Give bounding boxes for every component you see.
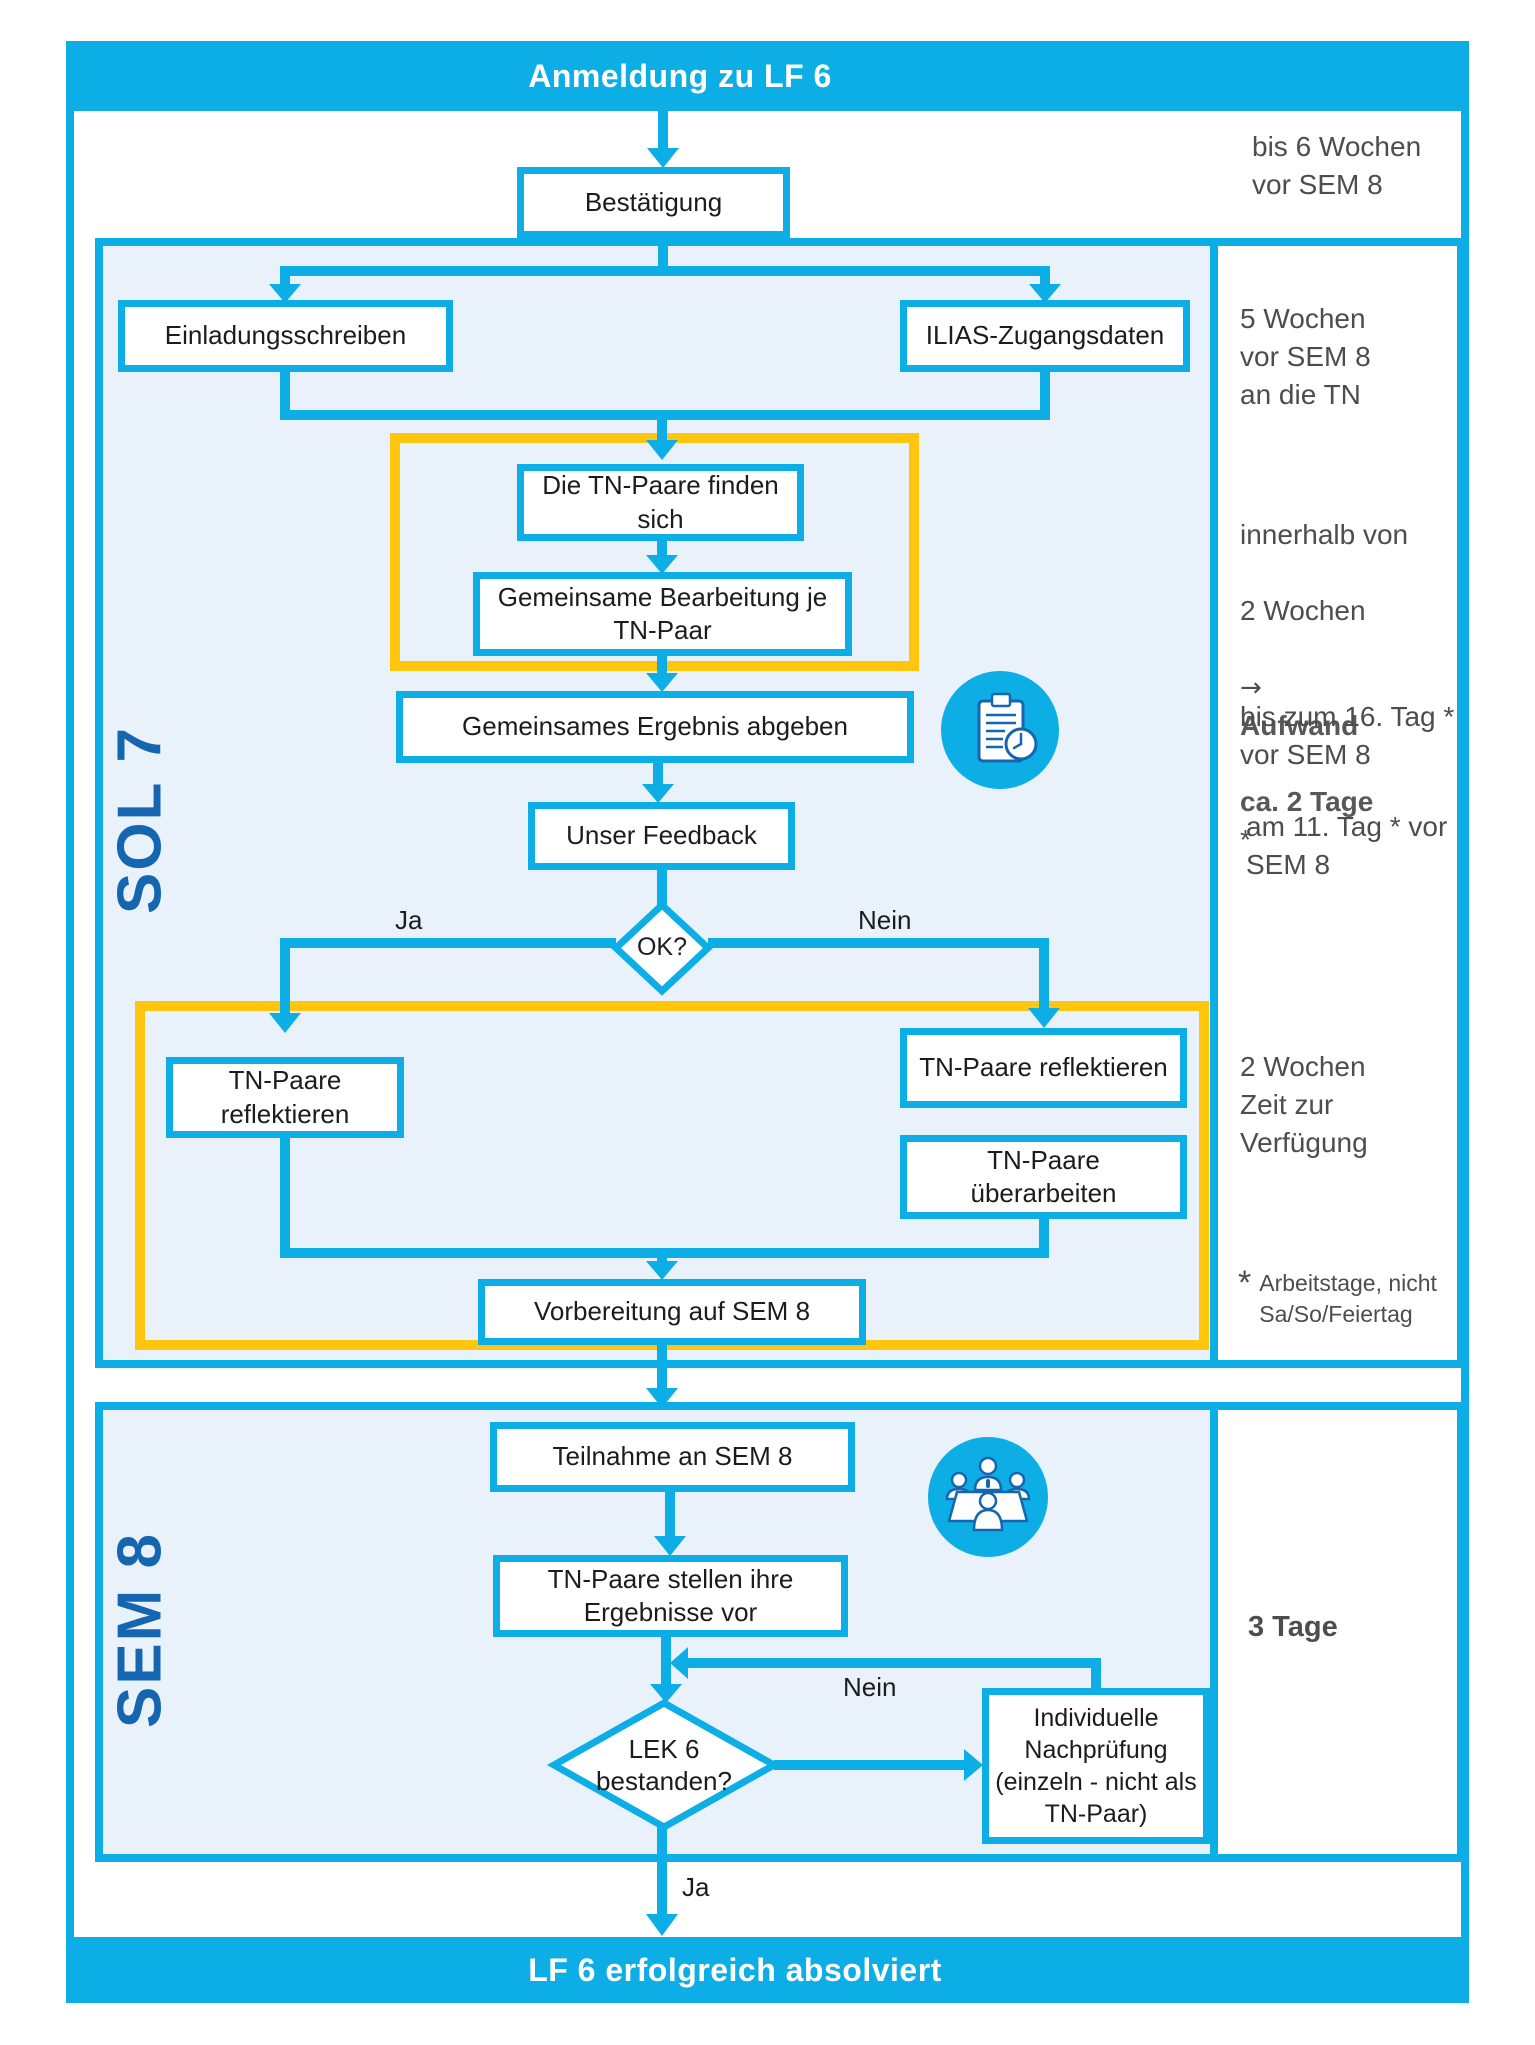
- step-ergebnis-abgeben: Gemeinsames Ergebnis abgeben: [396, 691, 914, 763]
- step-nachpruefung: Individuelle Nachprüfung (einzeln - nich…: [982, 1688, 1210, 1844]
- step-reflektieren-rechts: TN-Paare reflektieren: [900, 1028, 1187, 1108]
- note-11-tag: am 11. Tag * vor SEM 8: [1246, 811, 1448, 880]
- note-innerhalb-2-wochen: innerhalb von 2 Wochen → Aufwand ca. 2 T…: [1240, 519, 1409, 855]
- step-teilnahme-sem8: Teilnahme an SEM 8: [490, 1422, 855, 1492]
- step-ilias-zugangsdaten: ILIAS-Zugangsdaten: [900, 300, 1190, 372]
- yellow-group-reflexion: [135, 1001, 1209, 1350]
- header-bar: Anmeldung zu LF 6: [66, 41, 1469, 111]
- yellow-group-bearbeitung: [390, 433, 919, 671]
- step-tn-paare-finden: Die TN-Paare finden sich: [517, 464, 804, 541]
- note-column-sem8: [1210, 1402, 1465, 1862]
- clipboard-clock-icon: [941, 671, 1059, 789]
- note-3-tage: 3 Tage: [1248, 1611, 1338, 1643]
- note-5-wochen: 5 Wochen vor SEM 8 an die TN: [1240, 303, 1371, 410]
- step-unser-feedback: Unser Feedback: [528, 802, 795, 870]
- footer-title: LF 6 erfolgreich absolviert: [528, 1951, 942, 1988]
- step-ueberarbeiten: TN-Paare überarbeiten: [900, 1135, 1187, 1219]
- note-16-tag: bis zum 16. Tag * vor SEM 8: [1240, 701, 1455, 770]
- asterisk: *: [1238, 1264, 1252, 1302]
- step-gemeinsame-bearbeitung: Gemeinsame Bearbeitung je TN-Paar: [473, 572, 852, 656]
- step-einladungsschreiben: Einladungsschreiben: [118, 300, 453, 372]
- asterisk: *: [1240, 824, 1251, 855]
- branch-nein-label-sem8: Nein: [843, 1672, 897, 1702]
- step-vorbereitung-sem8: Vorbereitung auf SEM 8: [478, 1279, 866, 1345]
- decision-lek6-label: LEK 6 bestanden?: [596, 1733, 732, 1797]
- step-bestaetigung: Bestätigung: [517, 167, 790, 238]
- section-label-sem8: SEM 8: [105, 1531, 175, 1729]
- note-6-wochen: bis 6 Wochen vor SEM 8: [1252, 131, 1422, 200]
- step-reflektieren-links: TN-Paare reflektieren: [166, 1057, 404, 1138]
- branch-ja-label-sol7: Ja: [395, 905, 423, 935]
- branch-ja-label-sem8: Ja: [682, 1872, 710, 1902]
- right-arrow-icon: →: [1240, 673, 1262, 703]
- note-column-sol7: [1210, 238, 1465, 1368]
- branch-nein-label-sol7: Nein: [858, 905, 912, 935]
- decision-ok-label: OK?: [636, 933, 688, 962]
- section-label-sol7: SOL 7: [105, 725, 175, 915]
- step-ergebnisse-vorstellen: TN-Paare stellen ihre Ergebnisse vor: [493, 1555, 848, 1637]
- meeting-table-icon: [928, 1437, 1048, 1557]
- footnote-arbeitstage: * Arbeitstage, nicht Sa/So/Feiertag: [1238, 1264, 1437, 1327]
- page-title: Anmeldung zu LF 6: [528, 57, 832, 94]
- footer-bar: LF 6 erfolgreich absolviert: [66, 1937, 1469, 2003]
- note-2-wochen-zeit: 2 Wochen Zeit zur Verfügung: [1240, 1051, 1368, 1158]
